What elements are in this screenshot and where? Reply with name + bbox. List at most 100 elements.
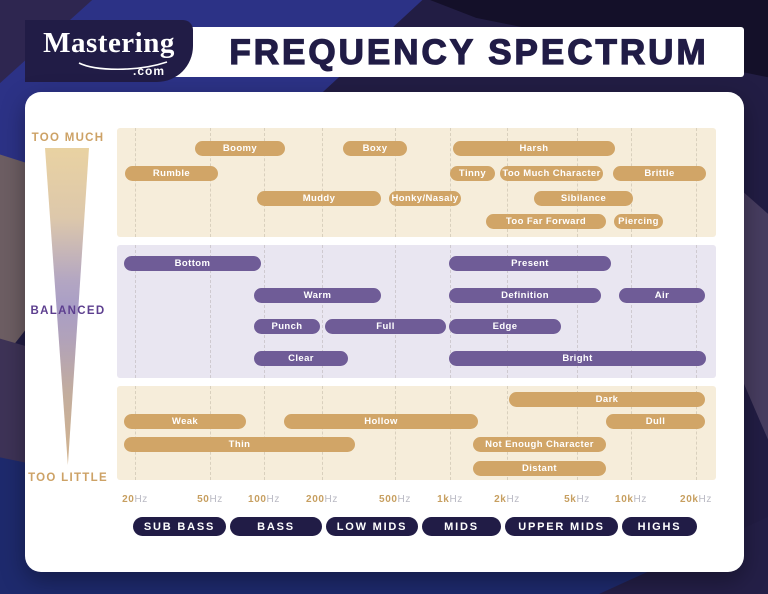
gridline bbox=[322, 245, 323, 378]
logo-swash-icon bbox=[78, 61, 168, 71]
descriptor-pill: Brittle bbox=[613, 166, 706, 181]
descriptor-pill: Dark bbox=[509, 392, 705, 407]
gridline bbox=[264, 128, 265, 237]
descriptor-pill: Punch bbox=[254, 319, 320, 334]
logo-brand-text: Mastering bbox=[43, 27, 175, 59]
x-axis-tick: 5kHz bbox=[564, 494, 590, 505]
x-axis-tick: 20kHz bbox=[680, 494, 712, 505]
too-much-label: TOO MUCH bbox=[31, 132, 105, 144]
x-axis-tick: 20Hz bbox=[122, 494, 148, 505]
page-title: FREQUENCY SPECTRUM bbox=[229, 32, 709, 72]
gridline bbox=[577, 128, 578, 237]
balanced-label: BALANCED bbox=[30, 305, 106, 317]
gridline bbox=[577, 245, 578, 378]
descriptor-pill: Muddy bbox=[257, 191, 381, 206]
gridline bbox=[135, 386, 136, 480]
gridline bbox=[395, 245, 396, 378]
x-axis-tick: 2kHz bbox=[494, 494, 520, 505]
tick-value: 5k bbox=[564, 494, 577, 505]
descriptor-pill: Dull bbox=[606, 414, 705, 429]
gridline bbox=[450, 386, 451, 480]
gridline bbox=[507, 128, 508, 237]
descriptor-pill: Clear bbox=[254, 351, 348, 366]
gridline bbox=[395, 128, 396, 237]
tick-value: 500 bbox=[379, 494, 398, 505]
descriptor-pill: Definition bbox=[449, 288, 601, 303]
tick-value: 2k bbox=[494, 494, 507, 505]
tick-unit: Hz bbox=[397, 494, 411, 505]
gridline bbox=[507, 245, 508, 378]
descriptor-pill: Tinny bbox=[450, 166, 495, 181]
descriptor-pill: Too Far Forward bbox=[486, 214, 606, 229]
tick-value: 20k bbox=[680, 494, 699, 505]
tick-unit: Hz bbox=[506, 494, 520, 505]
gridline bbox=[322, 128, 323, 237]
gridline bbox=[631, 245, 632, 378]
descriptor-pill: Boxy bbox=[343, 141, 407, 156]
frequency-band-chip: BASS bbox=[230, 517, 322, 536]
descriptor-pill: Present bbox=[449, 256, 611, 271]
descriptor-pill: Sibilance bbox=[534, 191, 633, 206]
logo-suffix-text: .com bbox=[132, 64, 165, 78]
tick-unit: Hz bbox=[576, 494, 590, 505]
gridline bbox=[450, 128, 451, 237]
descriptor-pill: Warm bbox=[254, 288, 381, 303]
tick-value: 100 bbox=[248, 494, 267, 505]
descriptor-pill: Distant bbox=[473, 461, 606, 476]
tick-value: 1k bbox=[437, 494, 450, 505]
tick-value: 50 bbox=[197, 494, 210, 505]
descriptor-pill: Harsh bbox=[453, 141, 615, 156]
gridline bbox=[631, 128, 632, 237]
descriptor-pill: Full bbox=[325, 319, 446, 334]
title-banner: FREQUENCY SPECTRUM bbox=[148, 27, 744, 77]
frequency-band-chip: UPPER MIDS bbox=[505, 517, 618, 536]
descriptor-pill: Edge bbox=[449, 319, 561, 334]
tick-unit: Hz bbox=[698, 494, 712, 505]
gridline bbox=[264, 386, 265, 480]
frequency-band-chip: SUB BASS bbox=[133, 517, 226, 536]
gridline bbox=[322, 386, 323, 480]
x-axis-tick: 500Hz bbox=[379, 494, 411, 505]
descriptor-pill: Hollow bbox=[284, 414, 478, 429]
tick-value: 20 bbox=[122, 494, 135, 505]
descriptor-pill: Bright bbox=[449, 351, 706, 366]
gridline bbox=[135, 245, 136, 378]
gridline bbox=[577, 386, 578, 480]
descriptor-pill: Thin bbox=[124, 437, 355, 452]
descriptor-pill: Boomy bbox=[195, 141, 285, 156]
gridline bbox=[210, 128, 211, 237]
gridline bbox=[507, 386, 508, 480]
descriptor-pill: Too Much Character bbox=[500, 166, 603, 181]
tick-unit: Hz bbox=[266, 494, 280, 505]
descriptor-pill: Rumble bbox=[125, 166, 218, 181]
descriptor-pill: Bottom bbox=[124, 256, 261, 271]
gridline bbox=[264, 245, 265, 378]
x-axis-tick: 100Hz bbox=[248, 494, 280, 505]
tick-unit: Hz bbox=[324, 494, 338, 505]
x-axis-tick: 10kHz bbox=[615, 494, 647, 505]
tick-unit: Hz bbox=[209, 494, 223, 505]
frequency-band-chip: HIGHS bbox=[622, 517, 697, 536]
descriptor-pill: Weak bbox=[124, 414, 246, 429]
tick-value: 10k bbox=[615, 494, 634, 505]
frequency-band-chip: MIDS bbox=[422, 517, 501, 536]
tick-unit: Hz bbox=[449, 494, 463, 505]
gridline bbox=[696, 128, 697, 237]
gridline bbox=[210, 386, 211, 480]
gridline bbox=[696, 386, 697, 480]
descriptor-pill: Not Enough Character bbox=[473, 437, 606, 452]
tick-unit: Hz bbox=[134, 494, 148, 505]
frequency-band-chip: LOW MIDS bbox=[326, 517, 418, 536]
descriptor-pill: Piercing bbox=[614, 214, 663, 229]
mastering-logo: Mastering .com bbox=[25, 20, 193, 82]
gridline bbox=[135, 128, 136, 237]
tick-value: 200 bbox=[306, 494, 325, 505]
tick-unit: Hz bbox=[633, 494, 647, 505]
gridline bbox=[631, 386, 632, 480]
gridline bbox=[210, 245, 211, 378]
